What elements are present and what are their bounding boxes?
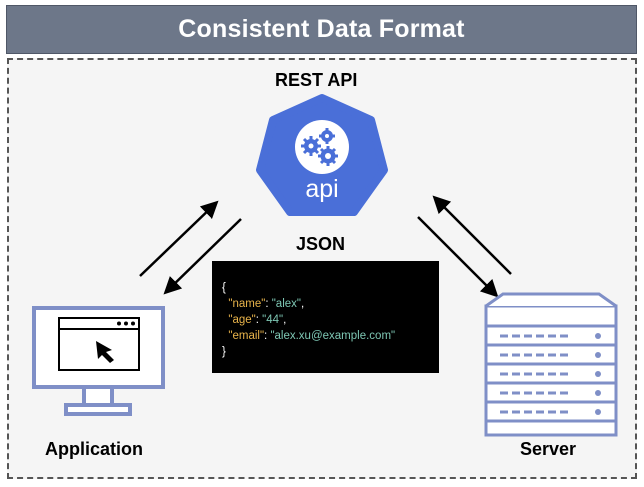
- application-label: Application: [45, 439, 143, 459]
- json-key: "name": [228, 298, 266, 310]
- cursor-icon: [96, 341, 114, 363]
- json-field: "email": "alex.xu@example.com": [228, 330, 396, 342]
- json-label: JSON: [296, 234, 346, 254]
- json-value: "alex": [271, 298, 301, 310]
- json-field: "name": "alex",: [228, 298, 305, 310]
- api-label: REST API: [275, 70, 358, 90]
- arrow-api-to-server: [417, 216, 499, 298]
- json-key: "age": [228, 314, 256, 326]
- json-close-brace: }: [222, 346, 226, 358]
- diagram-title: Consistent Data Format: [178, 15, 465, 43]
- api-logo-text: api: [305, 175, 338, 203]
- json-field: "age": "44",: [228, 314, 287, 326]
- arrow-app-to-api: [139, 200, 219, 277]
- server-label: Server: [520, 439, 577, 459]
- title-bar: Consistent Data Format: [6, 5, 637, 54]
- arrow-server-to-api: [432, 195, 512, 275]
- server-icon: [484, 292, 618, 437]
- arrow-api-to-app: [163, 218, 242, 295]
- json-key: "email": [228, 330, 265, 342]
- json-code-block: { "name": "alex", "age": "44", "email": …: [212, 261, 439, 373]
- json-value: "alex.xu@example.com": [270, 330, 396, 342]
- json-value: "44": [262, 314, 284, 326]
- gear-icon: [301, 128, 338, 166]
- api-logo-icon: api: [256, 94, 388, 216]
- json-open-brace: {: [222, 282, 226, 294]
- monitor-icon: [32, 306, 165, 416]
